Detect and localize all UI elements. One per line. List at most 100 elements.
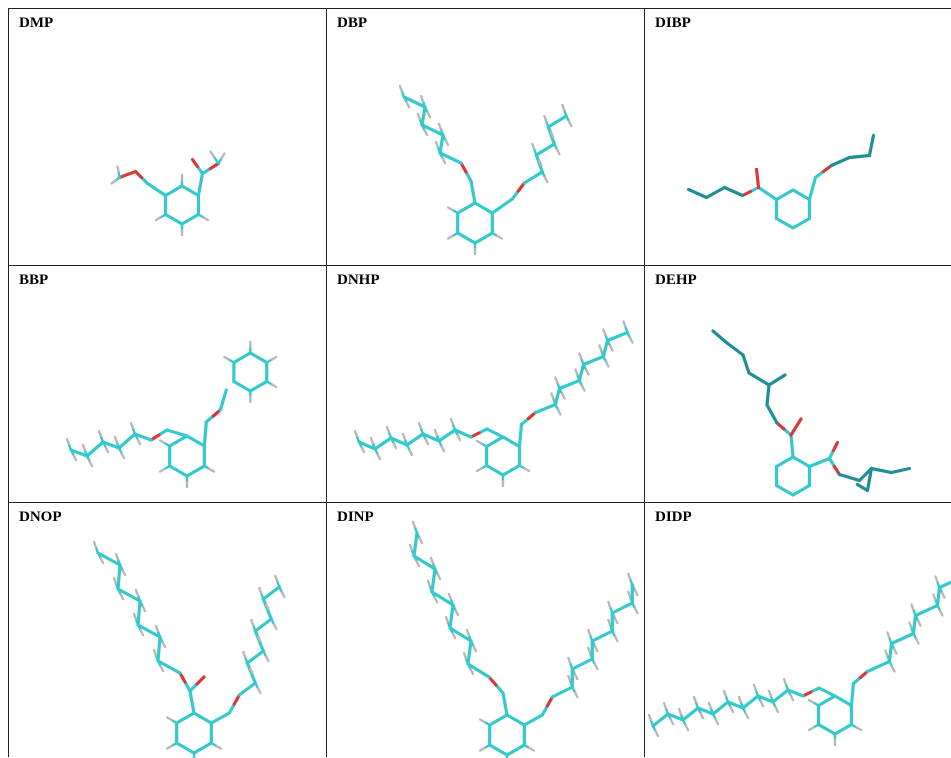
chain-bond <box>466 662 491 679</box>
hydrogen-bond <box>426 579 432 588</box>
hydrogen-bond <box>119 593 125 601</box>
hydrogen-bond <box>908 621 913 629</box>
hydrogen-bond <box>587 628 592 637</box>
bond <box>517 422 524 449</box>
hydrogen-bond <box>607 618 612 627</box>
bond <box>494 683 505 695</box>
hydrogen-bond <box>593 663 599 671</box>
bond <box>516 181 526 193</box>
panel-dnhp: DNHP <box>326 265 644 502</box>
hydrogen-bond <box>398 84 404 93</box>
bond <box>165 428 189 438</box>
hydrogen-bond <box>99 557 105 565</box>
chain-bond <box>420 105 427 127</box>
ring-bond <box>180 212 201 226</box>
hydrogen-bond <box>613 635 619 643</box>
ring-bond <box>505 743 526 757</box>
hydrogen-bond <box>567 120 573 128</box>
ring-bond <box>185 464 206 478</box>
hydrogen-bond <box>654 730 660 738</box>
hydrogen-bond <box>256 635 262 643</box>
hydrogen-bond <box>593 645 599 653</box>
chain-bond <box>437 428 457 443</box>
ring-bond <box>488 743 509 757</box>
hydrogen-bond <box>436 573 442 581</box>
hydrogen-bond <box>917 619 922 627</box>
hydrogen-bond <box>446 234 454 240</box>
hydrogen-bond <box>893 647 898 655</box>
hydrogen-bond <box>662 701 667 710</box>
chain-bond <box>389 436 409 447</box>
chain-bond <box>722 185 745 198</box>
chain-bond <box>550 685 574 699</box>
hydrogen-bond <box>774 706 780 714</box>
hydrogen-bond <box>669 718 675 726</box>
molecule-structure <box>110 150 226 237</box>
ring-bond <box>456 231 477 245</box>
ring-bond <box>791 483 812 497</box>
chain-bond <box>590 629 614 643</box>
chain-bond <box>453 428 473 439</box>
hydrogen-bond <box>567 674 572 683</box>
hydrogen-bond <box>699 712 705 720</box>
chain-bond <box>448 603 455 630</box>
hydrogen-bond <box>549 131 555 139</box>
hydrogen-bond <box>633 589 639 597</box>
panel-label: DNHP <box>337 272 380 288</box>
hydrogen-bond <box>598 344 603 352</box>
hydrogen-bond <box>258 586 263 595</box>
hydrogen-bond <box>114 552 120 561</box>
hydrogen-bond <box>440 445 446 453</box>
hydrogen-bond <box>607 600 612 609</box>
ring-bond <box>833 694 854 708</box>
chain-bond <box>889 631 916 646</box>
chain-bond <box>261 585 281 601</box>
chain-bond <box>887 641 894 664</box>
bond <box>510 189 520 201</box>
ring-bond <box>484 463 505 477</box>
hydrogen-bond <box>434 140 440 149</box>
bond <box>767 373 787 387</box>
bond <box>459 161 468 174</box>
hydrogen-bond <box>543 114 548 123</box>
hydrogen-bond <box>714 718 720 726</box>
chain-bond <box>711 700 730 716</box>
hydrogen-bond <box>472 645 478 653</box>
bond <box>545 695 554 708</box>
chain-bond <box>741 694 760 710</box>
chain-bond <box>136 599 142 627</box>
hydrogen-bond <box>707 701 713 710</box>
hydrogen-bond <box>629 336 634 344</box>
chain-bond <box>534 142 556 157</box>
bond <box>145 181 168 198</box>
bond <box>487 675 498 687</box>
hydrogen-bond <box>250 618 255 627</box>
chain-bond <box>865 659 892 674</box>
ring-bond <box>232 379 252 393</box>
ring-bond <box>473 231 494 245</box>
hydrogen-bond <box>561 392 566 400</box>
hydrogen-bond <box>154 216 162 222</box>
panel-dinp: DINP <box>326 502 644 758</box>
bond <box>831 440 840 453</box>
hydrogen-bond <box>550 392 555 400</box>
bond <box>178 671 187 684</box>
bond <box>188 682 199 693</box>
panel-dnop: DNOP <box>8 502 326 758</box>
chain-bond <box>577 362 586 383</box>
hydrogen-bond <box>759 700 765 708</box>
hydrogen-bond <box>605 360 610 368</box>
chain-bond <box>771 688 790 704</box>
bond <box>188 689 196 715</box>
chain-bond <box>101 440 121 450</box>
hydrogen-bond <box>405 101 411 109</box>
ring-bond <box>456 201 477 215</box>
chain-bond <box>756 694 775 704</box>
hydrogen-bond <box>129 421 135 430</box>
hydrogen-bond <box>429 556 435 565</box>
hydrogen-bond <box>915 637 920 645</box>
chain-bond <box>741 353 751 375</box>
chain-bond <box>430 567 437 594</box>
hydrogen-bond <box>444 615 450 624</box>
hydrogen-bond <box>578 352 583 360</box>
